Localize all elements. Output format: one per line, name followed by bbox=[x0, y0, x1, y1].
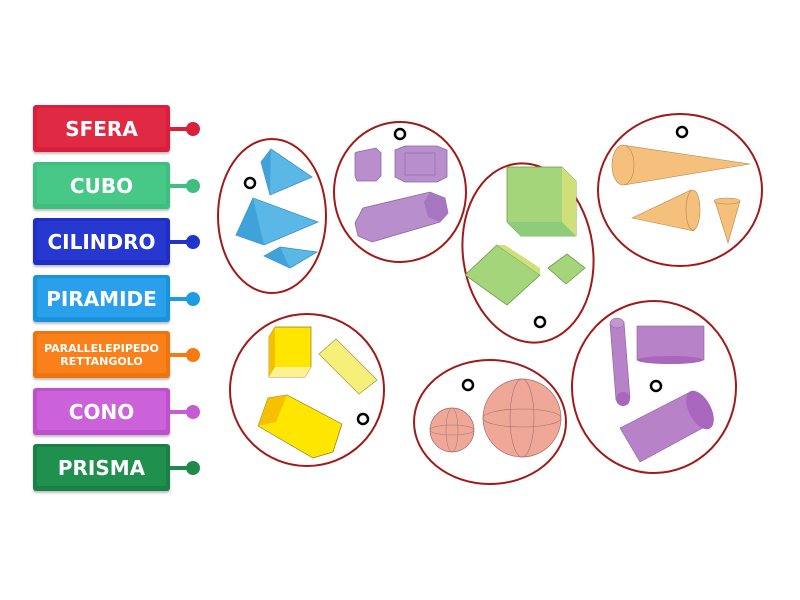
cone-base bbox=[685, 189, 701, 231]
ellipse-outline bbox=[333, 121, 467, 263]
cone-shape bbox=[714, 200, 741, 245]
ellipse-outline bbox=[597, 113, 763, 267]
label-text: CILINDRO bbox=[47, 229, 156, 254]
group-rectangular-prisms bbox=[229, 313, 385, 467]
cube-face bbox=[497, 245, 540, 275]
drop-target[interactable] bbox=[243, 176, 257, 190]
ellipse-outline bbox=[413, 359, 567, 485]
cylinder-bottom bbox=[637, 356, 703, 364]
drop-target[interactable] bbox=[393, 127, 407, 141]
drop-target[interactable] bbox=[675, 125, 689, 139]
sphere-meridian bbox=[445, 407, 459, 453]
cylinder-end bbox=[686, 390, 714, 430]
drag-handle-cilindro[interactable] bbox=[186, 235, 200, 249]
prism-shape bbox=[354, 147, 382, 182]
cube-face bbox=[562, 167, 576, 236]
label-line-2: RETTANGOLO bbox=[60, 354, 143, 368]
cone-base bbox=[611, 144, 635, 186]
drop-target[interactable] bbox=[461, 378, 475, 392]
group-cubes bbox=[461, 162, 595, 344]
parallelepiped-face bbox=[269, 327, 275, 377]
drop-target[interactable] bbox=[533, 315, 547, 329]
label-sfera[interactable]: SFERA bbox=[33, 105, 170, 152]
label-text: PRISMA bbox=[57, 455, 146, 480]
label-text: CONO bbox=[68, 399, 135, 424]
label-text: PIRAMIDE bbox=[46, 286, 157, 311]
label-piramide[interactable]: PIRAMIDE bbox=[33, 275, 170, 322]
cylinder-bottom bbox=[616, 392, 630, 406]
pyramid-face bbox=[261, 149, 271, 195]
drag-handle-piramide[interactable] bbox=[186, 292, 200, 306]
prism-end-face bbox=[424, 192, 448, 222]
connector-line bbox=[170, 410, 188, 414]
connector-line bbox=[170, 297, 188, 301]
ellipse-outline bbox=[461, 162, 595, 344]
group-spheres bbox=[413, 359, 567, 485]
cone-base bbox=[713, 197, 741, 205]
group-cylinders bbox=[571, 300, 737, 474]
parallelepiped-shape bbox=[318, 338, 378, 395]
cylinder-top bbox=[609, 317, 625, 329]
label-cilindro[interactable]: CILINDRO bbox=[33, 218, 170, 265]
ellipse-outline bbox=[217, 138, 327, 294]
drop-target[interactable] bbox=[356, 412, 370, 426]
sphere-equator bbox=[482, 408, 562, 428]
group-pyramids bbox=[217, 138, 327, 294]
connector-line bbox=[170, 240, 188, 244]
pyramid-face bbox=[264, 247, 290, 268]
drag-handle-sfera[interactable] bbox=[186, 122, 200, 136]
cylinder-shape bbox=[636, 325, 705, 361]
sphere-shape bbox=[429, 407, 475, 453]
sphere-meridian bbox=[509, 378, 535, 458]
group-prisms bbox=[333, 121, 467, 263]
drag-handle-prisma[interactable] bbox=[186, 461, 200, 475]
connector-line bbox=[170, 127, 188, 131]
prism-edge bbox=[404, 152, 436, 176]
cylinder-shape bbox=[609, 321, 631, 401]
parallelepiped-face bbox=[269, 367, 311, 377]
cone-shape bbox=[621, 144, 751, 186]
label-prisma[interactable]: PRISMA bbox=[33, 444, 170, 491]
drag-handle-parallelepipedo[interactable] bbox=[186, 348, 200, 362]
ellipse-outline bbox=[571, 300, 737, 474]
label-cono[interactable]: CONO bbox=[33, 388, 170, 435]
cube-shape bbox=[547, 253, 586, 285]
label-cubo[interactable]: CUBO bbox=[33, 162, 170, 209]
cone-shape bbox=[631, 189, 695, 232]
parallelepiped-face bbox=[258, 395, 287, 426]
ellipse-outline bbox=[229, 313, 385, 467]
cube-shape bbox=[464, 244, 541, 306]
connector-line bbox=[170, 353, 188, 357]
drag-handle-cubo[interactable] bbox=[186, 179, 200, 193]
cube-face bbox=[507, 222, 576, 236]
label-line-1: PARALLELEPIPEDO bbox=[44, 341, 159, 355]
group-cones bbox=[597, 113, 763, 267]
connector-line bbox=[170, 466, 188, 470]
connector-line bbox=[170, 184, 188, 188]
drag-handle-cono[interactable] bbox=[186, 405, 200, 419]
label-text: SFERA bbox=[65, 116, 138, 141]
label-text: CUBO bbox=[69, 173, 134, 198]
sphere-shape bbox=[482, 378, 562, 458]
prism-shape bbox=[394, 145, 448, 183]
sphere-equator bbox=[429, 424, 475, 436]
drop-target[interactable] bbox=[649, 379, 663, 393]
pyramid-face bbox=[236, 198, 264, 245]
